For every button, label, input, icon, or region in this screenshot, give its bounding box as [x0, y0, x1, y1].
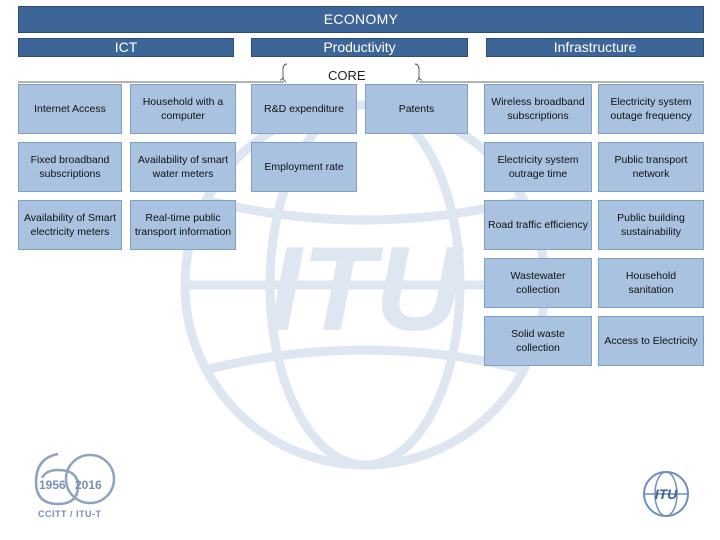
- svg-text:ITU: ITU: [268, 222, 465, 356]
- infra-road-traffic-efficiency: Road traffic efficiency: [484, 200, 592, 250]
- ict-internet-access: Internet Access: [18, 84, 122, 134]
- logo-year-start: 1956: [39, 478, 66, 492]
- logo-caption: CCITT / ITU-T: [38, 509, 102, 519]
- ict-transport-information: Real-time public transport information: [130, 200, 236, 250]
- infra-wireless-broadband: Wireless broadband subscriptions: [484, 84, 592, 134]
- core-label: CORE: [328, 68, 366, 83]
- infra-access-electricity: Access to Electricity: [598, 316, 704, 366]
- category-ict: ICT: [18, 38, 234, 57]
- infra-public-building-sustainability: Public building sustainability: [598, 200, 704, 250]
- infra-public-transport-network: Public transport network: [598, 142, 704, 192]
- ict-smart-water-meters: Availability of smart water meters: [130, 142, 236, 192]
- category-productivity: Productivity: [251, 38, 468, 57]
- infra-electricity-outrage-time: Electricity system outrage time: [484, 142, 592, 192]
- economy-banner: ECONOMY: [18, 6, 704, 33]
- ict-household-computer: Household with a computer: [130, 84, 236, 134]
- productivity-rd-expenditure: R&D expenditure: [251, 84, 357, 134]
- logo-year-end: 2016: [75, 478, 102, 492]
- ict-smart-electricity-meters: Availability of Smart electricity meters: [18, 200, 122, 250]
- productivity-employment-rate: Employment rate: [251, 142, 357, 192]
- infra-household-sanitation: Household sanitation: [598, 258, 704, 308]
- core-bracket: [18, 63, 704, 83]
- ccitt-60-years-logo: 1956 2016: [34, 452, 116, 506]
- category-infrastructure: Infrastructure: [486, 38, 704, 57]
- itu-badge-text: ITU: [655, 486, 678, 502]
- infra-solid-waste-collection: Solid waste collection: [484, 316, 592, 366]
- ict-fixed-broadband: Fixed broadband subscriptions: [18, 142, 122, 192]
- infra-wastewater-collection: Wastewater collection: [484, 258, 592, 308]
- itu-logo-icon: ITU: [643, 471, 689, 517]
- infra-electricity-outage-frequency: Electricity system outage frequency: [598, 84, 704, 134]
- productivity-patents: Patents: [365, 84, 468, 134]
